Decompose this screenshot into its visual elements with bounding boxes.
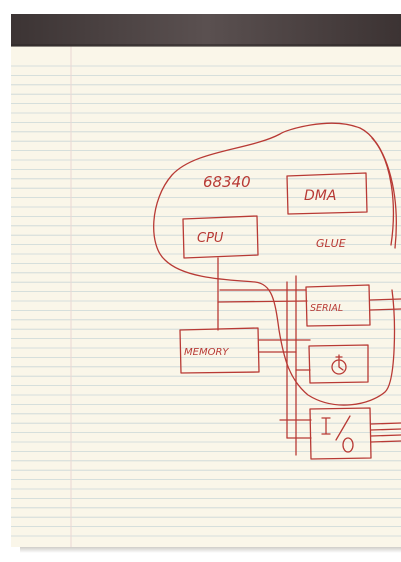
io-out-2 <box>370 428 401 431</box>
chip-label: 68340 <box>203 173 251 191</box>
timer-icon-hands <box>335 354 344 371</box>
glue-label: GLUE <box>316 237 346 250</box>
ruled-lines <box>11 65 401 537</box>
io-out-1 <box>370 422 401 425</box>
pad-shadow <box>20 545 401 553</box>
io-slash <box>335 415 351 441</box>
memory-label: MEMORY <box>184 347 229 358</box>
sketch-ink <box>153 122 401 460</box>
legal-pad-paper <box>11 44 401 547</box>
timer-icon <box>331 359 347 375</box>
serial-out-b <box>369 308 401 311</box>
io-box <box>309 407 372 460</box>
chip-boundary <box>153 122 397 406</box>
io-out-4 <box>370 440 401 443</box>
cpu-box <box>182 215 259 259</box>
io-letter-o <box>342 437 354 453</box>
dma-box <box>286 172 368 215</box>
serial-label: SERIAL <box>310 303 343 314</box>
chip-boundary-overlap <box>371 137 395 246</box>
memory-box <box>179 327 260 374</box>
binding-edge <box>11 44 401 47</box>
pad-binding <box>11 14 401 46</box>
io-letter-i <box>321 417 331 435</box>
dma-label: DMA <box>304 188 336 204</box>
serial-box <box>305 284 371 327</box>
serial-out-a <box>369 298 401 301</box>
cpu-label: CPU <box>197 231 224 246</box>
bus-line-b <box>217 300 308 303</box>
io-out-3 <box>370 434 401 437</box>
timer-box <box>308 344 369 384</box>
